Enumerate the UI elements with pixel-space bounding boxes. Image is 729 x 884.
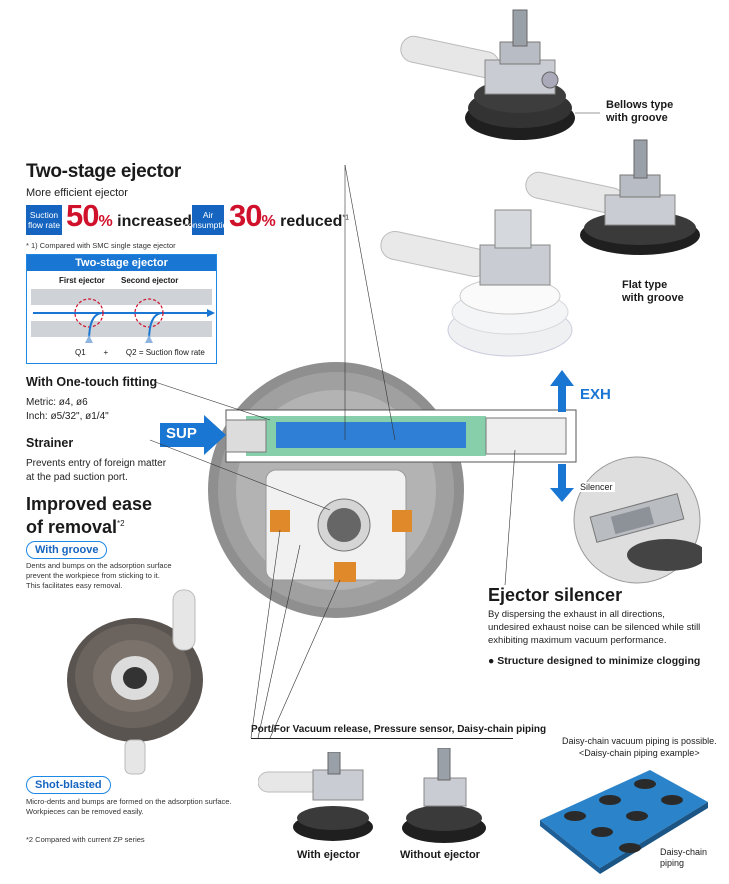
air-reduction: 30% reduced*1 xyxy=(229,198,350,233)
groove-text: Dents and bumps on the adsorption surfac… xyxy=(26,561,172,590)
with-groove-pill: With groove xyxy=(26,541,108,559)
silencer-bullet: ● Structure designed to minimize cloggin… xyxy=(488,655,701,667)
silencer-callout: Silencer xyxy=(578,482,615,492)
strainer-text-2: at the pad suction port. xyxy=(26,472,128,483)
flat-pad-product xyxy=(525,139,700,255)
exh-down-arrow-icon xyxy=(550,464,574,502)
silencer-text: By dispersing the exhaust in all directi… xyxy=(488,609,701,646)
footnote-2: *2 Compared with current ZP series xyxy=(26,835,145,844)
exh-label: EXH xyxy=(580,386,611,403)
two-stage-subtitle: More efficient ejector xyxy=(26,187,128,199)
diagram-illustration xyxy=(31,289,215,343)
daisy-chain-text: Daisy-chain vacuum piping is possible. <… xyxy=(562,736,717,758)
removal-pad-illustration xyxy=(67,589,203,775)
suction-flow-badge: Suction flow rate xyxy=(26,205,62,235)
fitting-title: With One-touch fitting xyxy=(26,375,158,389)
fitting-inch: Inch: ø5/32", ø1/4" xyxy=(26,411,109,422)
ejector-cross-section xyxy=(208,362,577,618)
bellows-type-label: Bellows type with groove xyxy=(606,99,674,124)
silencer-title: Ejector silencer xyxy=(488,585,623,605)
diagram-title: Two-stage ejector xyxy=(27,255,216,271)
fitting-metric: Metric: ø4, ø6 xyxy=(26,397,88,408)
with-ejector-product xyxy=(258,752,373,841)
strainer-text-1: Prevents entry of foreign matter xyxy=(26,458,167,469)
sup-label: SUP xyxy=(166,425,197,442)
two-stage-diagram: Two-stage ejector First ejector Second e… xyxy=(26,254,217,364)
without-ejector-product xyxy=(402,748,486,843)
two-stage-title: Two-stage ejector xyxy=(26,161,182,182)
blast-text: Micro-dents and bumps are formed on the … xyxy=(26,797,232,816)
sup-arrow-icon xyxy=(160,415,226,455)
footnote-1: * 1) Compared with SMC single stage ejec… xyxy=(26,241,176,250)
port-label: Port/For Vacuum release, Pressure sensor… xyxy=(251,724,547,735)
air-consumption-badge: Air consumption xyxy=(184,205,232,235)
exh-up-arrow-icon xyxy=(550,370,574,412)
product-illustrations xyxy=(380,9,700,357)
second-ejector-label: Second ejector xyxy=(121,276,179,285)
with-ejector-caption: With ejector xyxy=(297,849,360,861)
without-ejector-caption: Without ejector xyxy=(400,849,480,861)
shot-blasted-pill: Shot-blasted xyxy=(26,776,111,794)
first-ejector-label: First ejector xyxy=(59,276,105,285)
flat-type-label: Flat type with groove xyxy=(622,279,684,304)
daisy-chain-callout: Daisy-chain piping xyxy=(660,847,708,869)
clear-pad-product xyxy=(380,209,573,357)
daisy-chain-illustration xyxy=(540,770,708,874)
removal-title: Improved ease of removal*2 xyxy=(26,494,153,537)
bellows-pad-product xyxy=(400,9,575,140)
flow-equation: Q1 + Q2 = Suction flow rate xyxy=(75,348,205,357)
port-label-underline xyxy=(251,738,513,739)
strainer-title: Strainer xyxy=(26,436,74,450)
